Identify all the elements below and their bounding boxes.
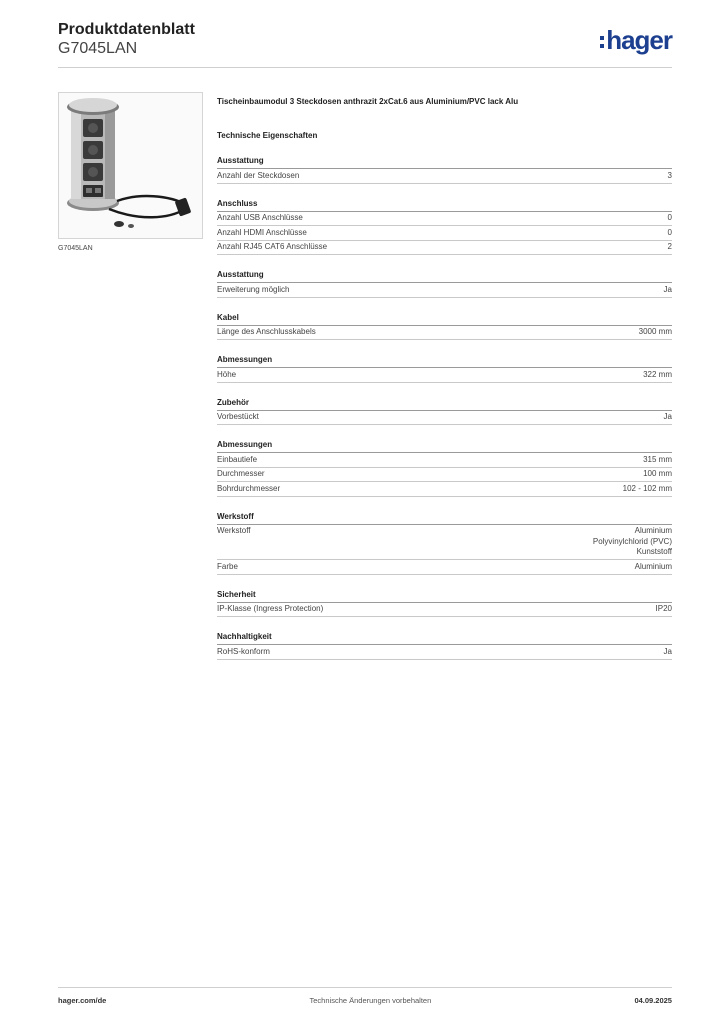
spec-value: Aluminium	[635, 562, 672, 573]
section-title: Sicherheit	[217, 589, 672, 603]
spec-value: 0	[668, 213, 672, 224]
page-title: Produktdatenblatt	[58, 21, 195, 38]
spec-row: Anzahl USB Anschlüsse 0	[217, 212, 672, 226]
spec-label: Durchmesser	[217, 469, 265, 478]
spec-row: RoHS-konform Ja	[217, 645, 672, 660]
spec-value-line: Kunststoff	[636, 547, 672, 556]
spec-label: Anzahl der Steckdosen	[217, 170, 300, 180]
spec-label: Erweiterung möglich	[217, 284, 290, 294]
spec-value-line: 3	[667, 170, 672, 180]
spec-value: 102 - 102 mm	[623, 484, 672, 495]
spec-label: Länge des Anschlusskabels	[217, 327, 316, 336]
tech-heading: Technische Eigenschaften	[217, 131, 318, 140]
spec-value-line: 100 mm	[643, 469, 672, 478]
spec-label: IP-Klasse (Ingress Protection)	[217, 604, 324, 613]
spec-value: Ja	[664, 412, 672, 423]
page-header: Produktdatenblatt G7045LAN hager	[58, 20, 673, 68]
spec-value: Ja	[664, 285, 672, 296]
spec-row: Anzahl der Steckdosen 3	[217, 169, 672, 184]
section-title: Kabel	[217, 312, 672, 326]
spec-value: 0	[668, 228, 672, 239]
spec-value-line: Ja	[663, 412, 672, 421]
spec-row: Anzahl RJ45 CAT6 Anschlüsse 2	[217, 241, 672, 255]
section-title: Nachhaltigkeit	[217, 631, 672, 645]
spec-value: 315 mm	[643, 455, 672, 466]
spec-label: Werkstoff	[217, 526, 251, 535]
spec-label: RoHS-konform	[217, 646, 270, 656]
spec-value-line: Aluminium	[634, 526, 672, 535]
image-caption: G7045LAN	[58, 245, 93, 252]
spec-value-line: 102 - 102 mm	[622, 483, 672, 493]
logo-dots-icon	[600, 36, 605, 48]
spec-row: Erweiterung möglich Ja	[217, 283, 672, 298]
spec-content: Tischeinbaumodul 3 Steckdosen anthrazit …	[217, 96, 672, 660]
spec-value-line: 2	[667, 242, 672, 251]
spec-value: 322 mm	[643, 370, 672, 381]
section-title: Abmessungen	[217, 354, 672, 368]
section-title: Abmessungen	[217, 439, 672, 453]
section-title: Ausstattung	[217, 155, 672, 169]
footer-date: 04.09.2025	[634, 996, 672, 1005]
spec-value-line: Aluminium	[634, 561, 672, 571]
product-code: G7045LAN	[58, 40, 138, 57]
footer-disclaimer: Technische Änderungen vorbehalten	[309, 996, 432, 1005]
spec-value-line: 0	[667, 227, 672, 237]
footer-website: hager.com/de	[58, 996, 107, 1005]
section-title: Zubehör	[217, 397, 672, 411]
product-image	[58, 92, 203, 239]
page-footer: hager.com/de Technische Änderungen vorbe…	[58, 987, 672, 1005]
spec-value-line: Ja	[663, 646, 672, 656]
spec-value: 100 mm	[643, 469, 672, 480]
spec-value-line: 0	[667, 213, 672, 222]
spec-row: Vorbestückt Ja	[217, 411, 672, 425]
pop-up-socket-illustration	[67, 98, 191, 228]
section-title: Ausstattung	[217, 269, 672, 283]
spec-value: 2	[668, 242, 672, 253]
spec-row: Länge des Anschlusskabels 3000 mm	[217, 326, 672, 340]
spec-value-line: 322 mm	[643, 369, 672, 379]
spec-value: 3000 mm	[639, 327, 672, 338]
product-description: Tischeinbaumodul 3 Steckdosen anthrazit …	[217, 97, 519, 106]
spec-label: Farbe	[217, 561, 238, 571]
spec-row: Farbe Aluminium	[217, 560, 672, 575]
hager-logo: hager	[600, 25, 673, 55]
spec-label: Höhe	[217, 369, 237, 379]
section-title: Werkstoff	[217, 511, 672, 525]
spec-label: Vorbestückt	[217, 412, 259, 421]
section-title: Anschluss	[217, 198, 672, 212]
spec-row: Einbautiefe 315 mm	[217, 453, 672, 468]
spec-label: Anzahl RJ45 CAT6 Anschlüsse	[217, 242, 328, 251]
spec-value-line: IP20	[655, 604, 672, 613]
spec-value: 3	[668, 171, 672, 182]
spec-label: Anzahl HDMI Anschlüsse	[217, 227, 307, 237]
spec-value-line: Ja	[663, 284, 672, 294]
spec-label: Einbautiefe	[217, 454, 258, 464]
spec-label: Bohrdurchmesser	[217, 483, 281, 493]
spec-row: Durchmesser 100 mm	[217, 468, 672, 482]
spec-value-line: Polyvinylchlorid (PVC)	[592, 536, 672, 546]
spec-value-line: 3000 mm	[638, 327, 672, 336]
spec-row: Höhe 322 mm	[217, 368, 672, 383]
spec-value-line: 315 mm	[643, 454, 672, 464]
logo-text: hager	[606, 25, 673, 55]
spec-value: IP20	[656, 604, 672, 615]
spec-label: Anzahl USB Anschlüsse	[217, 213, 303, 222]
spec-value: Ja	[664, 647, 672, 658]
spec-row: Anzahl HDMI Anschlüsse 0	[217, 226, 672, 241]
spec-row: Bohrdurchmesser 102 - 102 mm	[217, 482, 672, 497]
spec-row: IP-Klasse (Ingress Protection) IP20	[217, 603, 672, 617]
